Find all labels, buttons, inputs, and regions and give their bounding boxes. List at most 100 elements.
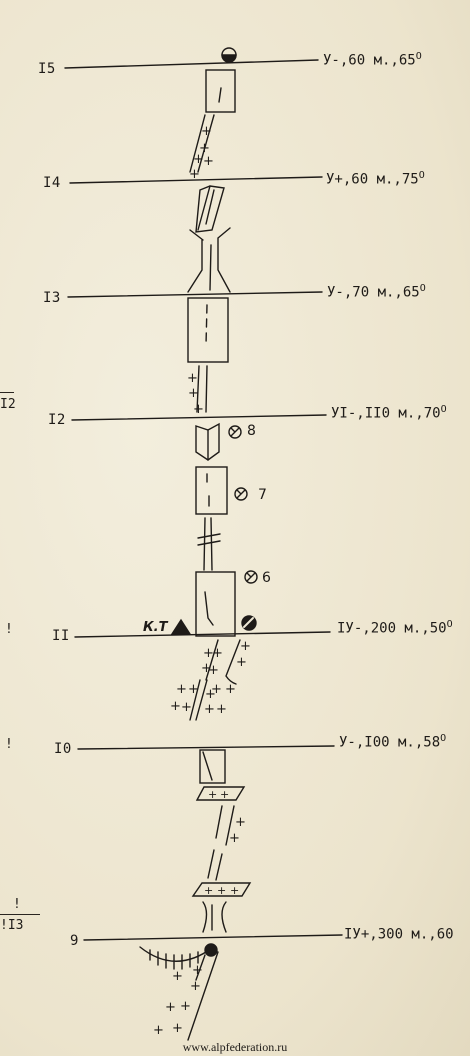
belay-point-label: 6	[262, 570, 271, 586]
chimney-branches	[187, 227, 231, 293]
svg-text:+: +	[208, 663, 219, 678]
section-number: I3	[43, 290, 61, 306]
ledge-shape	[195, 786, 246, 801]
crack-line	[207, 805, 235, 881]
footer-url: www.alpfederation.ru	[182, 1040, 288, 1054]
control-tour-label: К.Т	[143, 620, 168, 635]
belay-point-label: 8	[247, 423, 256, 439]
chimney-lines	[189, 114, 215, 173]
rock-block	[195, 466, 228, 515]
dihedral-shape	[195, 185, 225, 233]
section-grade: УI-,II0 м.,70O	[331, 404, 447, 422]
section-line	[77, 745, 335, 750]
section-grade: IУ+,300 м.,60	[344, 926, 454, 943]
margin-overline	[0, 392, 14, 393]
svg-text:+: +	[165, 1000, 176, 1015]
chimney-lines	[205, 639, 241, 685]
section-number: I2	[48, 412, 66, 428]
ledge-shape	[191, 882, 252, 897]
section-grade: У+,60 м.,75O	[326, 170, 425, 188]
svg-text:+: +	[229, 831, 240, 846]
svg-text:+: +	[188, 682, 199, 697]
rock-block	[187, 297, 229, 363]
svg-text:+: +	[193, 152, 204, 167]
section-grade: У-,60 м.,65O	[323, 51, 422, 69]
svg-text:+: +	[212, 646, 223, 661]
svg-text:+: +	[204, 884, 213, 897]
margin-fraction-bar	[0, 914, 40, 915]
crack-line	[218, 87, 222, 103]
plus-marks: +++ +++	[201, 639, 251, 678]
svg-text:+: +	[190, 979, 201, 994]
crack-line	[196, 365, 208, 413]
section-number: I4	[43, 175, 61, 191]
snow-arc	[139, 946, 213, 962]
svg-text:+: +	[203, 646, 214, 661]
section-number: 9	[70, 933, 79, 949]
svg-text:+: +	[193, 402, 204, 417]
plus-marks: +++ ++	[189, 124, 214, 182]
piton-icon	[228, 425, 242, 439]
svg-text:+: +	[208, 788, 217, 801]
section-line	[69, 176, 323, 184]
section-line	[74, 631, 331, 638]
svg-text:+: +	[216, 702, 227, 717]
section-number: II	[52, 628, 70, 644]
crack-line	[187, 951, 219, 1041]
svg-text:+: +	[189, 167, 200, 182]
svg-text:+: +	[201, 661, 212, 676]
svg-text:+: +	[235, 815, 246, 830]
svg-text:+: +	[170, 699, 181, 714]
svg-text:+: +	[211, 682, 222, 697]
margin-mark-section: I2	[0, 397, 16, 412]
piton-icon	[234, 487, 248, 501]
svg-text:+: +	[217, 884, 226, 897]
svg-text:+: +	[204, 702, 215, 717]
rock-block	[199, 749, 226, 784]
svg-text:+: +	[203, 154, 214, 169]
margin-mark-exclamation: !	[13, 897, 21, 912]
section-line	[67, 291, 323, 298]
svg-text:+: +	[236, 655, 247, 670]
section-number: I0	[54, 741, 72, 757]
svg-text:+: +	[153, 1023, 164, 1038]
svg-text:+: +	[180, 999, 191, 1014]
rock-block	[195, 571, 236, 637]
section-number: I5	[38, 61, 56, 77]
svg-text:+: +	[230, 884, 239, 897]
belay-point-label: 7	[258, 487, 267, 503]
margin-mark-exclamation: !	[5, 622, 13, 637]
margin-mark-exclamation: !	[5, 737, 13, 752]
svg-text:+: +	[240, 639, 251, 654]
chimney-lines	[202, 901, 227, 933]
section-line	[83, 934, 343, 941]
section-grade: У-,I00 м.,58O	[339, 733, 447, 751]
svg-text:+: +	[192, 963, 203, 978]
svg-text:+: +	[176, 682, 187, 697]
svg-text:+: +	[172, 969, 183, 984]
section-grade: У-,70 м.,65O	[327, 283, 426, 301]
svg-text:+: +	[225, 682, 236, 697]
svg-text:+: +	[201, 124, 212, 139]
svg-text:+: +	[187, 371, 198, 386]
svg-text:+: +	[205, 687, 216, 702]
sun-symbol-icon	[221, 47, 237, 63]
margin-mark-section: !I3	[0, 918, 24, 933]
section-line	[71, 414, 327, 421]
piton-icon	[244, 570, 258, 584]
control-tour-triangle-icon	[170, 618, 192, 635]
svg-text:+: +	[172, 1021, 183, 1036]
hammer-symbol-icon	[241, 615, 257, 631]
rock-block	[205, 69, 236, 113]
plus-marks: +++ +++ +++	[170, 682, 236, 717]
sun-symbol-icon	[204, 943, 218, 957]
svg-text:+: +	[188, 386, 199, 401]
section-line	[64, 59, 319, 69]
svg-text:+: +	[181, 700, 192, 715]
plus-marks: +++ ++ ++	[153, 963, 203, 1038]
svg-text:+: +	[199, 141, 210, 156]
svg-text:+: +	[220, 788, 229, 801]
section-grade: IУ-,200 м.,50O	[337, 619, 453, 637]
